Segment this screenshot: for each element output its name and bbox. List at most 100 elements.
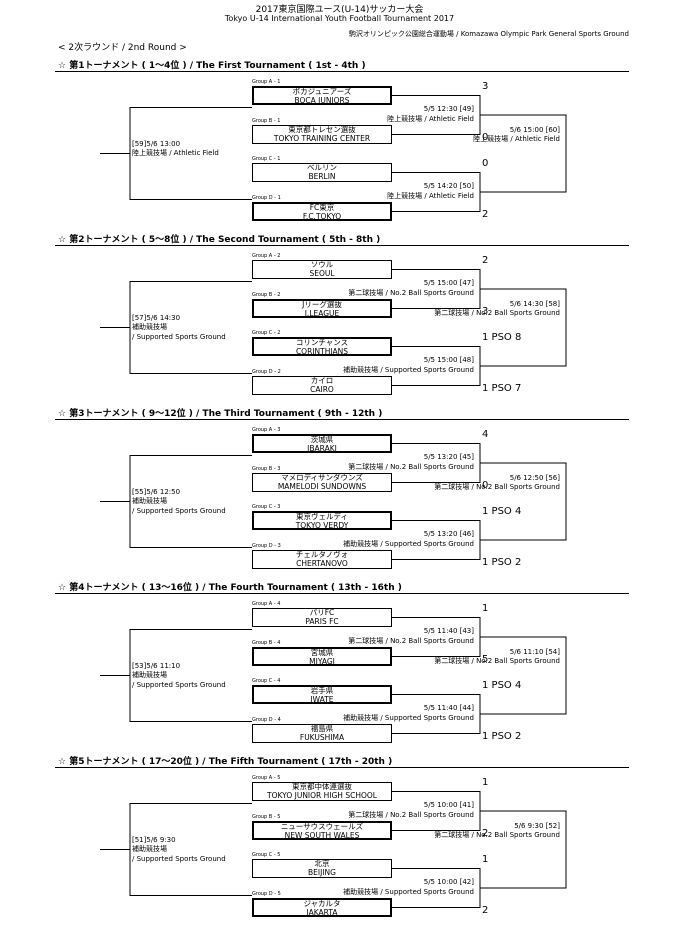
- team-name-jp: ボカジュニアーズ: [292, 87, 352, 96]
- group-label: Group B - 1: [252, 118, 281, 124]
- group-label: Group B - 3: [252, 466, 281, 472]
- team-name-en: SEOUL: [309, 268, 335, 278]
- team-name-jp: 茨城県: [310, 435, 334, 444]
- team-score: 2: [482, 827, 489, 839]
- group-label: Group A - 1: [252, 79, 281, 85]
- group-label: Group A - 4: [252, 601, 281, 607]
- match-time: 5/6 12:50 [56]: [509, 473, 560, 482]
- team-score: 0: [482, 131, 489, 143]
- team-name-en: PARIS FC: [305, 616, 339, 626]
- section-divider: [55, 245, 629, 246]
- team-score: 1 PSO 4: [482, 679, 522, 691]
- final-info: 5/6 11:10 [54]第二球技場 / No.2 Ball Sports G…: [434, 648, 560, 667]
- team-name-jp: 福島県: [310, 724, 334, 733]
- match-time: 5/5 14:20 [50]: [423, 182, 474, 190]
- match-time: [53]5/6 11:10: [132, 661, 181, 670]
- team-score: 1 PSO 2: [482, 556, 522, 568]
- group-label: Group D - 1: [252, 195, 281, 201]
- match-field: 補助競技場: [132, 845, 167, 853]
- match-field: 第二球技場 / No.2 Ball Sports Ground: [434, 483, 560, 491]
- semifinal-1-info: 5/5 13:20 [45]第二球技場 / No.2 Ball Sports G…: [348, 453, 474, 472]
- match-field: 第二球技場 / No.2 Ball Sports Ground: [348, 288, 474, 297]
- final-bracket: [480, 810, 567, 889]
- match-field: 第二球技場 / No.2 Ball Sports Ground: [434, 831, 560, 839]
- final-info: 5/6 14:30 [58]第二球技場 / No.2 Ball Sports G…: [434, 300, 560, 319]
- team-name-en: TOKYO JUNIOR HIGH SCHOOL: [267, 790, 377, 800]
- team-name-en: J.LEAGUE: [304, 308, 340, 318]
- match-field-en: / Supported Sports Ground: [132, 680, 226, 689]
- team-name-en: CAIRO: [310, 384, 334, 394]
- team-name-en: BERLIN: [308, 171, 336, 181]
- team-name-en: CORINTHIANS: [295, 346, 349, 356]
- match-field-en: / Supported Sports Ground: [132, 332, 226, 341]
- team-name-en: F.C.TOKYO: [302, 211, 342, 221]
- team-score: 1 PSO 2: [482, 730, 522, 742]
- team-name-en: CHERTANOVO: [296, 558, 348, 568]
- match-time: 5/5 13:20 [46]: [423, 530, 474, 538]
- team-name-en: TOKYO VERDY: [295, 520, 349, 530]
- team-name-jp: 宮城県: [310, 648, 334, 657]
- team-name-jp: Jリーグ選抜: [302, 300, 342, 309]
- team-score: 0: [482, 479, 489, 491]
- match-field: 補助競技場: [132, 323, 167, 331]
- team-name-jp: コリンチャンス: [295, 338, 349, 347]
- group-label: Group C - 1: [252, 156, 281, 162]
- group-label: Group A - 5: [252, 775, 281, 781]
- team-name-en: MAMELODI SUNDOWNS: [277, 481, 367, 491]
- match-time: 5/6 14:30 [58]: [509, 299, 560, 308]
- final-info: 5/6 12:50 [56]第二球技場 / No.2 Ball Sports G…: [434, 474, 560, 493]
- section-divider: [55, 767, 629, 768]
- final-bracket: [480, 114, 567, 193]
- match-field: 第二球技場 / No.2 Ball Sports Ground: [434, 309, 560, 317]
- match-time: 5/6 9:30 [52]: [514, 821, 560, 830]
- team-name-en: IWATE: [310, 694, 334, 704]
- round-label: < 2次ラウンド / 2nd Round >: [58, 43, 187, 53]
- team-name-en: IBARAKI: [307, 443, 337, 453]
- semifinal-2-info: 5/5 14:20 [50]陸上競技場 / Athletic Field: [387, 182, 474, 201]
- team-score: 1 PSO 8: [482, 331, 522, 343]
- group-label: Group C - 4: [252, 678, 281, 684]
- team-score: 2: [482, 254, 489, 266]
- group-label: Group C - 3: [252, 504, 281, 510]
- match-time: 5/5 10:00 [42]: [423, 878, 474, 886]
- team-name-jp: ジャカルタ: [303, 899, 341, 908]
- match-field: 補助競技場: [132, 497, 167, 505]
- group-label: Group B - 5: [252, 814, 281, 820]
- team-name-en: FUKUSHIMA: [299, 732, 345, 742]
- team-score: 3: [482, 80, 489, 92]
- semifinal-1-info: 5/5 10:00 [41]第二球技場 / No.2 Ball Sports G…: [348, 801, 474, 820]
- team-score: 2: [482, 904, 489, 916]
- section-divider: [55, 419, 629, 420]
- match-time: [59]5/6 13:00: [132, 139, 181, 148]
- group-label: Group D - 5: [252, 891, 281, 897]
- match-field: 補助競技場 / Supported Sports Ground: [343, 365, 474, 374]
- match-field: 第二球技場 / No.2 Ball Sports Ground: [348, 810, 474, 819]
- team-score: 3: [482, 305, 489, 317]
- match-time: 5/5 15:00 [48]: [423, 356, 474, 364]
- team-name-jp: 東京都中体連選抜: [292, 782, 352, 791]
- group-label: Group B - 4: [252, 640, 281, 646]
- semifinal-1-info: 5/5 15:00 [47]第二球技場 / No.2 Ball Sports G…: [348, 279, 474, 298]
- semifinal-1-info: 5/5 12:30 [49]陸上競技場 / Athletic Field: [387, 105, 474, 124]
- match-time: [57]5/6 14:30: [132, 313, 181, 322]
- section-title: ☆ 第2トーナメント ( 5～8位 ) / The Second Tournam…: [58, 235, 381, 245]
- team-name-jp: 東京ヴェルディ: [296, 512, 348, 521]
- team-name-en: TOKYO TRAINING CENTER: [273, 133, 371, 143]
- team-name-jp: マメロディサンダウンズ: [281, 473, 363, 482]
- team-name-jp: ニューサウスウェールズ: [280, 822, 364, 831]
- team-name-jp: チェルタノヴォ: [295, 550, 349, 559]
